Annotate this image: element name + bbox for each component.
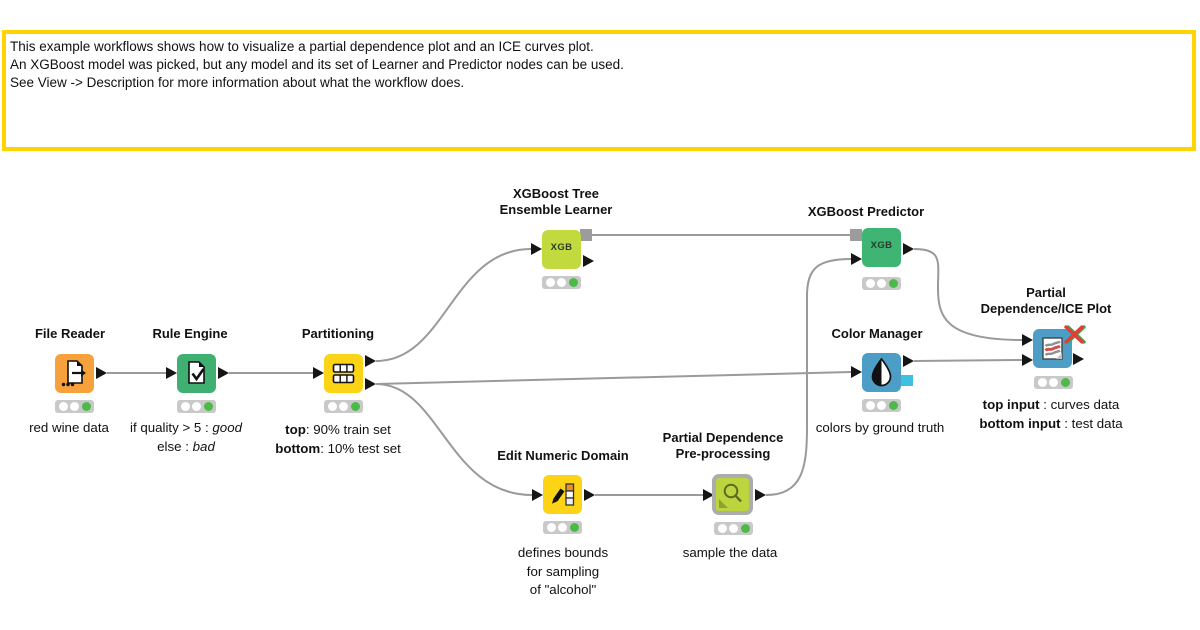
edit-numeric-domain-icon (552, 483, 575, 506)
partitioning-icon (332, 363, 355, 384)
node-color-manager[interactable] (862, 353, 901, 392)
node-title-pd-preprocessing: Partial Dependence Pre-processing (662, 430, 784, 461)
learner-input-port[interactable] (531, 243, 542, 255)
node-partitioning[interactable] (324, 354, 363, 393)
predictor-output-port[interactable] (903, 243, 914, 255)
ruleengine-output-port[interactable] (218, 367, 229, 379)
node-comment-rule-engine: if quality > 5 : good else : bad (129, 420, 243, 454)
node-title-edit-numeric-domain: Edit Numeric Domain (497, 448, 629, 463)
node-xgb-learner[interactable]: XGB (542, 230, 581, 269)
status-traffic-light (1034, 376, 1073, 389)
workflow-annotation[interactable]: This example workflows shows how to visu… (2, 30, 1196, 151)
iceplot-input-port-bottom[interactable] (1022, 354, 1033, 366)
preprocessing-input-port[interactable] (703, 489, 714, 501)
status-traffic-light (862, 399, 901, 412)
color-manager-droplet-icon (871, 357, 892, 387)
red-x-marker-icon (1064, 325, 1086, 344)
learner-data-output-port[interactable] (583, 255, 594, 267)
partitioning-input-port[interactable] (313, 367, 324, 379)
node-comment-pd-ice-plot: top input : curves data bottom input : t… (979, 397, 1123, 431)
filereader-output-port[interactable] (96, 367, 107, 379)
iceplot-output-port[interactable] (1073, 353, 1084, 365)
ice-plot-chart-icon (1042, 337, 1063, 360)
xgb-learner-icon: XGB (550, 242, 573, 253)
colormanager-input-port[interactable] (851, 366, 862, 378)
colormanager-colormodel-output-port[interactable] (901, 375, 913, 386)
rule-engine-icon (188, 361, 205, 384)
node-title-rule-engine: Rule Engine (152, 326, 228, 341)
colormanager-output-port[interactable] (903, 355, 914, 367)
partitioning-output-port-bottom[interactable] (365, 378, 376, 390)
connection-partitioning-editdomain[interactable] (375, 383, 533, 496)
annotation-line: See View -> Description for more informa… (10, 74, 465, 90)
node-title-xgb-learner: XGBoost Tree Ensemble Learner (499, 186, 613, 217)
connection-preprocessing-predictor[interactable] (765, 258, 852, 496)
predictor-data-input-port[interactable] (851, 253, 862, 265)
preprocessing-output-port[interactable] (755, 489, 766, 501)
node-title-partitioning: Partitioning (301, 326, 375, 341)
status-traffic-light (543, 521, 582, 534)
editdomain-input-port[interactable] (532, 489, 543, 501)
status-traffic-light (714, 522, 753, 535)
file-reader-icon (61, 360, 86, 387)
status-traffic-light (862, 277, 901, 290)
node-comment-partitioning: top: 90% train set bottom: 10% test set (275, 422, 401, 456)
node-edit-numeric-domain[interactable] (543, 475, 582, 514)
partitioning-output-port-top[interactable] (365, 355, 376, 367)
node-title-file-reader: File Reader (34, 326, 106, 341)
node-comment-file-reader: red wine data (29, 420, 109, 435)
node-title-color-manager: Color Manager (831, 326, 923, 341)
ruleengine-input-port[interactable] (166, 367, 177, 379)
node-rule-engine[interactable] (177, 354, 216, 393)
node-comment-pd-preprocessing: sample the data (682, 545, 778, 560)
node-title-pd-ice-plot: Partial Dependence/ICE Plot (980, 285, 1112, 316)
annotation-line: An XGBoost model was picked, but any mod… (10, 56, 624, 72)
node-pd-ice-plot[interactable] (1033, 329, 1072, 368)
predictor-model-input-port[interactable] (850, 229, 862, 241)
status-traffic-light (542, 276, 581, 289)
node-pd-preprocessing[interactable] (712, 474, 753, 515)
xgb-predictor-icon: XGB (870, 240, 893, 251)
status-traffic-light (324, 400, 363, 413)
node-comment-edit-numeric-domain: defines bounds for sampling of "alcohol" (517, 545, 609, 597)
node-title-xgb-predictor: XGBoost Predictor (807, 204, 925, 219)
learner-model-output-port[interactable] (580, 229, 592, 241)
status-traffic-light (177, 400, 216, 413)
annotation-line: This example workflows shows how to visu… (10, 39, 594, 54)
node-xgb-predictor[interactable]: XGB (862, 228, 901, 267)
node-comment-color-manager: colors by ground truth (815, 420, 945, 435)
node-file-reader[interactable] (55, 354, 94, 393)
connection-predictor-iceplot[interactable] (913, 248, 1023, 341)
magnifier-icon (719, 483, 742, 508)
connection-partitioning-colormanager[interactable] (375, 371, 852, 385)
iceplot-input-port-top[interactable] (1022, 334, 1033, 346)
connection-partitioning-learner[interactable] (375, 248, 532, 362)
connection-colormanager-iceplot[interactable] (913, 359, 1023, 362)
status-traffic-light (55, 400, 94, 413)
editdomain-output-port[interactable] (584, 489, 595, 501)
